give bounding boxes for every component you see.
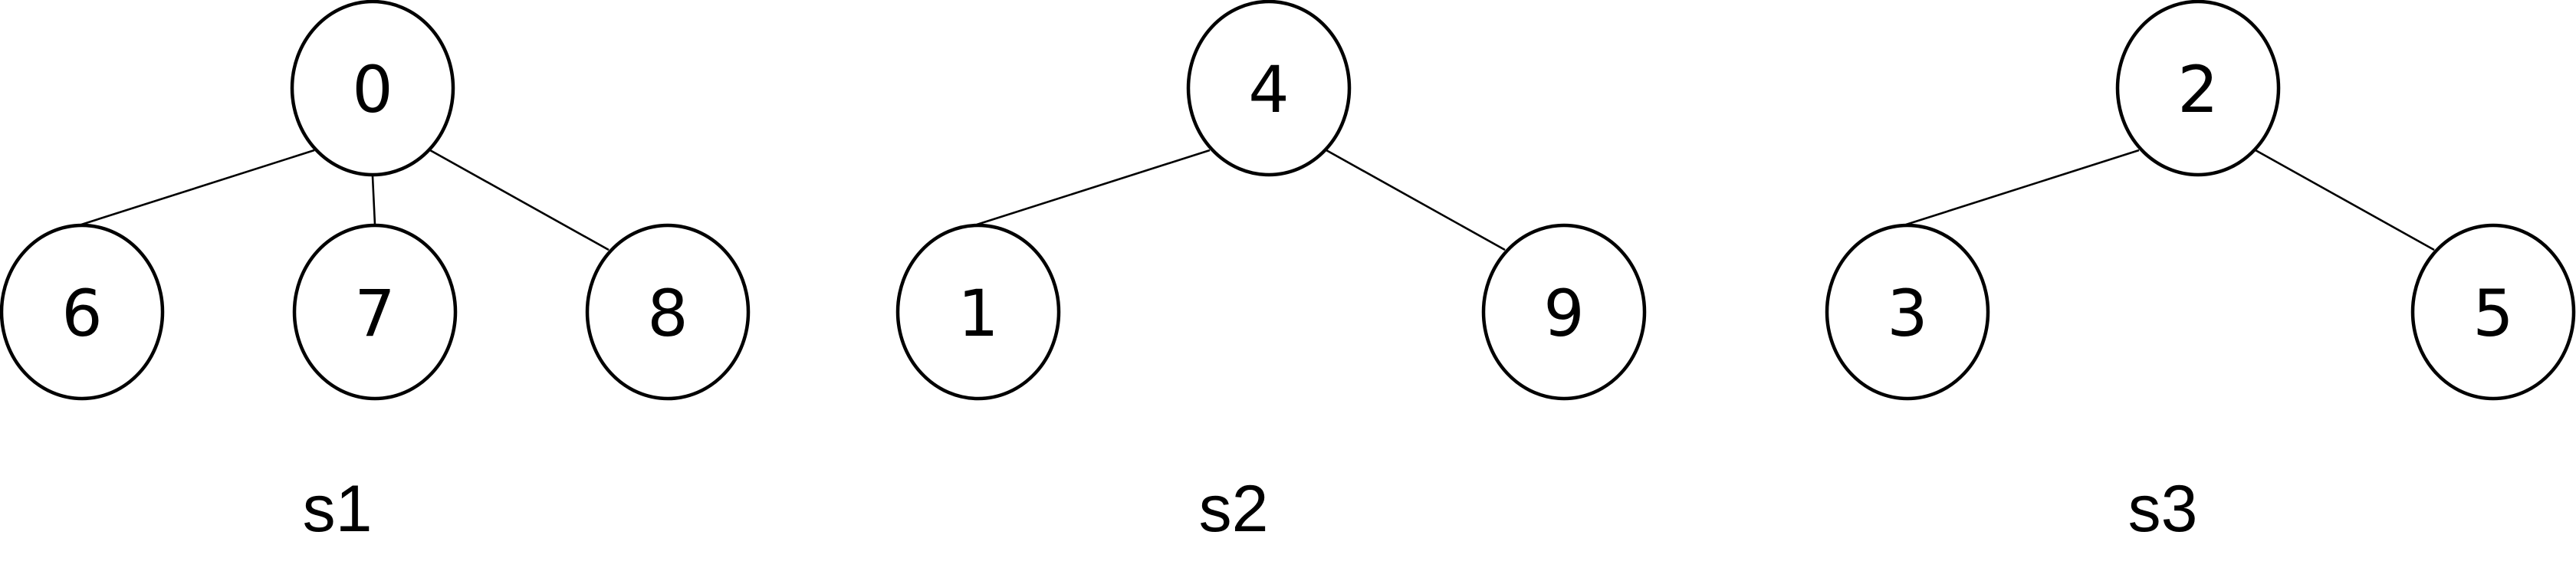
tree-s2: 4 1 9 s2: [895, 0, 1647, 546]
node-label: 2: [2177, 52, 2218, 127]
tree-node-child: 3: [1825, 223, 1990, 401]
node-label: 7: [354, 276, 395, 351]
edge-4-1: [976, 149, 1211, 226]
tree-node-root: 4: [1186, 0, 1352, 177]
edge-2-5: [2255, 149, 2435, 251]
tree-node-child: 6: [0, 223, 165, 401]
edge-0-6: [80, 149, 315, 226]
node-label: 6: [61, 276, 102, 351]
node-label: 4: [1248, 52, 1289, 127]
tree-caption: s1: [303, 472, 373, 546]
edge-0-7: [371, 176, 376, 225]
tree-node-child: 7: [292, 223, 458, 401]
tree-node-child: 8: [585, 223, 751, 401]
tree-caption: s2: [1199, 472, 1269, 546]
tree-node-child: 9: [1481, 223, 1647, 401]
tree-node-child: 1: [895, 223, 1061, 401]
edge-2-3: [1905, 149, 2140, 226]
tree-node-root: 2: [2115, 0, 2281, 177]
edge-0-8: [429, 149, 610, 251]
node-label: 1: [958, 276, 998, 351]
node-label: 5: [2472, 276, 2513, 351]
edge-4-9: [1326, 149, 1506, 251]
tree-s1: 0 6 7 8 s1: [0, 0, 751, 546]
node-label: 0: [352, 52, 393, 127]
node-label: 3: [1887, 276, 1927, 351]
tree-node-root: 0: [290, 0, 455, 177]
node-label: 9: [1543, 276, 1584, 351]
tree-node-child: 5: [2410, 223, 2576, 401]
tree-s3: 2 3 5 s3: [1825, 0, 2576, 546]
node-label: 8: [647, 276, 688, 351]
tree-caption: s3: [2128, 472, 2198, 546]
